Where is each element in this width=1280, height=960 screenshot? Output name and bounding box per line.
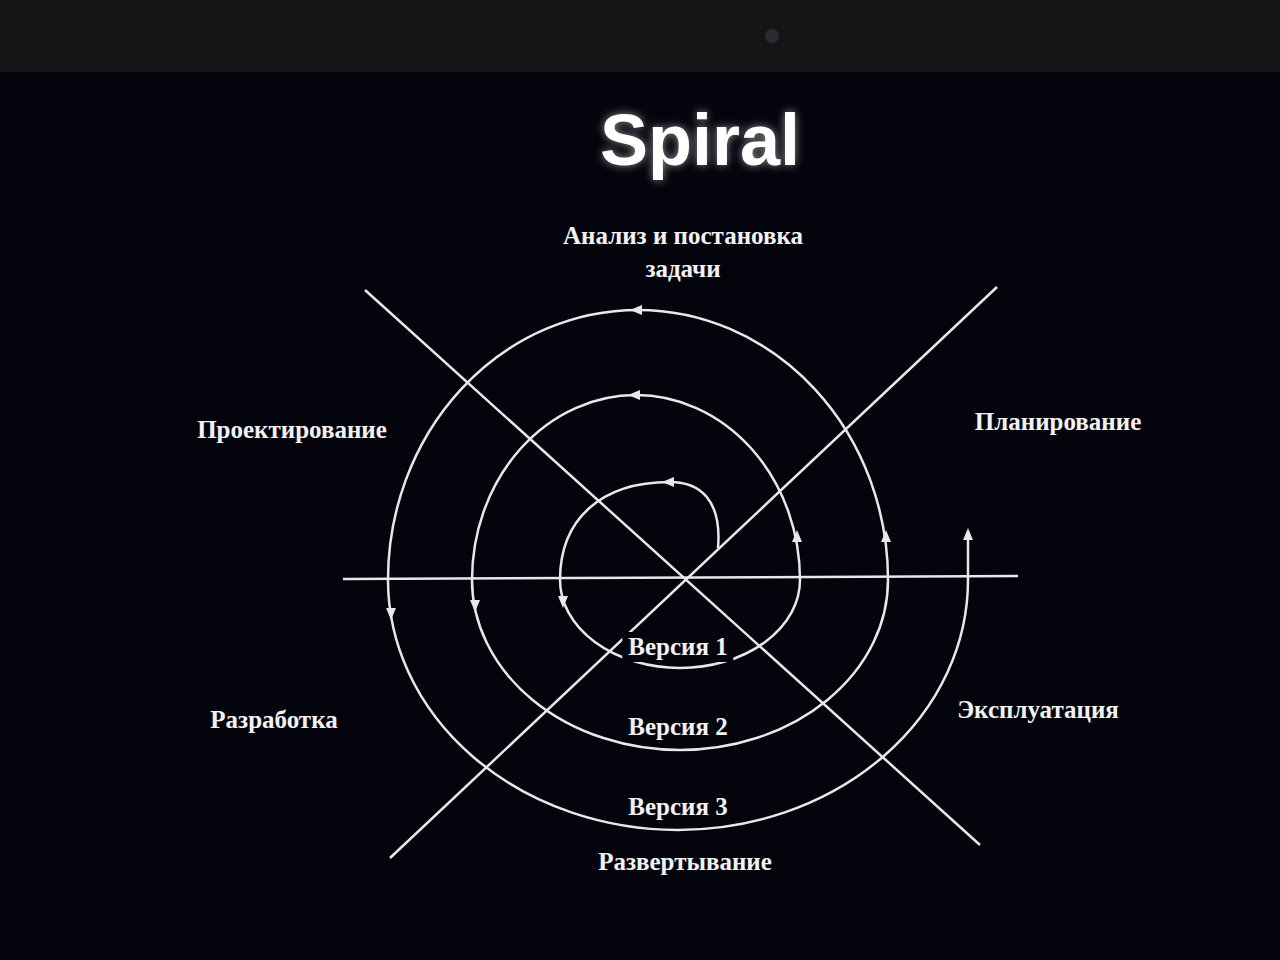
arrowhead — [386, 608, 396, 620]
version-label: Версия 2 — [622, 712, 733, 742]
arrowhead — [963, 528, 973, 540]
arrowhead — [558, 596, 568, 608]
spiral-curve — [388, 310, 968, 830]
axis-line — [343, 576, 1018, 579]
webcam — [765, 29, 779, 43]
arrowhead — [792, 530, 802, 542]
arrowhead — [470, 600, 480, 612]
phase-label: Проектирование — [197, 416, 387, 444]
arrowhead — [628, 390, 640, 400]
arrowhead — [630, 305, 642, 315]
phase-label: Разработка — [210, 706, 337, 734]
phase-label: Анализ и постановка задачи — [533, 220, 833, 285]
phase-label: Планирование — [975, 408, 1141, 436]
axis-line — [365, 290, 980, 845]
monitor-bezel — [0, 0, 1280, 72]
slide-title: Spiral — [600, 99, 800, 181]
axis-line — [390, 287, 997, 858]
arrowhead — [881, 530, 891, 542]
axes — [343, 287, 1018, 858]
arrowheads — [386, 305, 973, 620]
version-label: Версия 1 — [622, 632, 733, 662]
arrowhead — [662, 477, 674, 487]
phase-label: Развертывание — [598, 848, 772, 876]
version-label: Версия 3 — [622, 792, 733, 822]
phase-label: Эксплуатация — [957, 696, 1119, 724]
